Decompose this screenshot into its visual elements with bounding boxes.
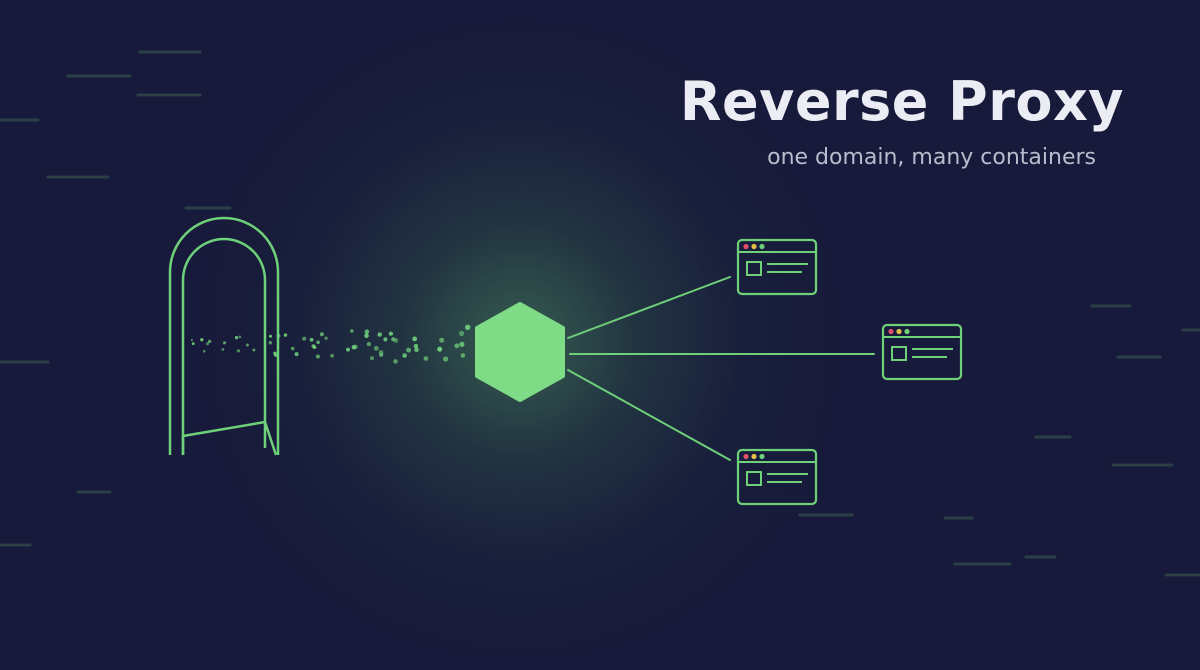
window-frame: [736, 238, 818, 296]
doorway-inner-frame: [181, 237, 267, 455]
request-particle: [268, 340, 273, 345]
request-particle: [393, 359, 398, 364]
request-particle: [406, 347, 412, 353]
request-particle: [364, 333, 369, 339]
request-particle: [316, 340, 320, 345]
request-particle: [414, 347, 419, 353]
window-dot-green: [904, 328, 910, 335]
request-particle: [236, 349, 240, 353]
request-particle: [234, 336, 239, 340]
request-particle: [391, 337, 396, 342]
request-particle: [283, 333, 288, 337]
window-dot-red: [888, 328, 894, 335]
window-dot-yellow: [751, 243, 757, 250]
request-particle: [223, 341, 226, 345]
window-image-placeholder: [746, 471, 762, 486]
request-particle: [315, 354, 320, 359]
request-particle: [379, 352, 384, 357]
window-image-placeholder: [746, 261, 762, 276]
request-particle: [423, 356, 429, 361]
request-particle: [294, 352, 299, 357]
diagram-title: Reverse Proxy: [679, 70, 1124, 133]
request-particle: [269, 334, 272, 338]
window-dot-yellow: [896, 328, 902, 335]
request-particle: [350, 329, 354, 333]
request-particle: [413, 343, 419, 349]
request-particle: [238, 335, 242, 339]
request-particle: [460, 353, 466, 358]
container-windows: [736, 238, 963, 506]
request-particle: [465, 324, 471, 330]
window-dot-green: [759, 453, 765, 460]
request-particle: [439, 337, 445, 343]
container-window-2-icon: [881, 323, 963, 381]
doorway-outer-frame: [168, 216, 280, 455]
request-particle: [200, 338, 204, 342]
request-particle: [364, 329, 370, 335]
request-particle: [202, 350, 206, 353]
window-frame: [736, 448, 818, 506]
request-particle: [245, 343, 249, 347]
request-particle: [346, 347, 350, 352]
request-particle: [274, 354, 278, 357]
request-particle: [412, 336, 418, 342]
request-particle: [454, 343, 460, 349]
window-dot-green: [759, 243, 765, 250]
background-dashes: [0, 50, 1200, 577]
window-dot-red: [743, 453, 749, 460]
request-particle: [191, 342, 195, 345]
doorway-open-door: [181, 420, 278, 456]
container-window-1-icon: [736, 238, 818, 296]
request-particle: [324, 336, 328, 340]
request-particle: [443, 356, 449, 362]
request-particle: [290, 346, 295, 351]
request-particle: [208, 339, 212, 344]
request-particle: [309, 337, 314, 342]
request-particle: [459, 341, 465, 347]
request-particle: [459, 330, 465, 337]
request-particle-stream: [190, 324, 471, 364]
diagram-subtitle: one domain, many containers: [767, 145, 1096, 170]
request-particle: [377, 332, 382, 337]
request-particle: [190, 338, 193, 342]
request-particle: [383, 337, 388, 342]
request-particle: [437, 346, 443, 352]
request-particle: [366, 341, 372, 347]
container-window-3-icon: [736, 448, 818, 506]
window-frame: [881, 323, 963, 381]
request-particle: [402, 353, 407, 358]
doorway-icon: [168, 216, 280, 456]
request-particle: [252, 348, 256, 352]
window-dot-red: [743, 243, 749, 250]
proxy-hexagon-icon: [475, 302, 565, 402]
request-particle: [373, 345, 379, 351]
window-image-placeholder: [891, 346, 907, 361]
connection-line-container-3: [567, 369, 731, 461]
proxy-connections: [567, 276, 875, 461]
window-dot-yellow: [751, 453, 757, 460]
request-particle: [302, 336, 307, 341]
request-particle: [319, 332, 324, 337]
request-particle: [311, 344, 316, 348]
request-particle: [276, 334, 280, 337]
request-particle: [221, 348, 225, 351]
connection-line-container-1: [567, 276, 731, 339]
request-particle: [351, 344, 357, 350]
request-particle: [388, 331, 393, 336]
request-particle: [205, 342, 210, 346]
request-particle: [330, 353, 334, 358]
request-particle: [370, 356, 374, 361]
